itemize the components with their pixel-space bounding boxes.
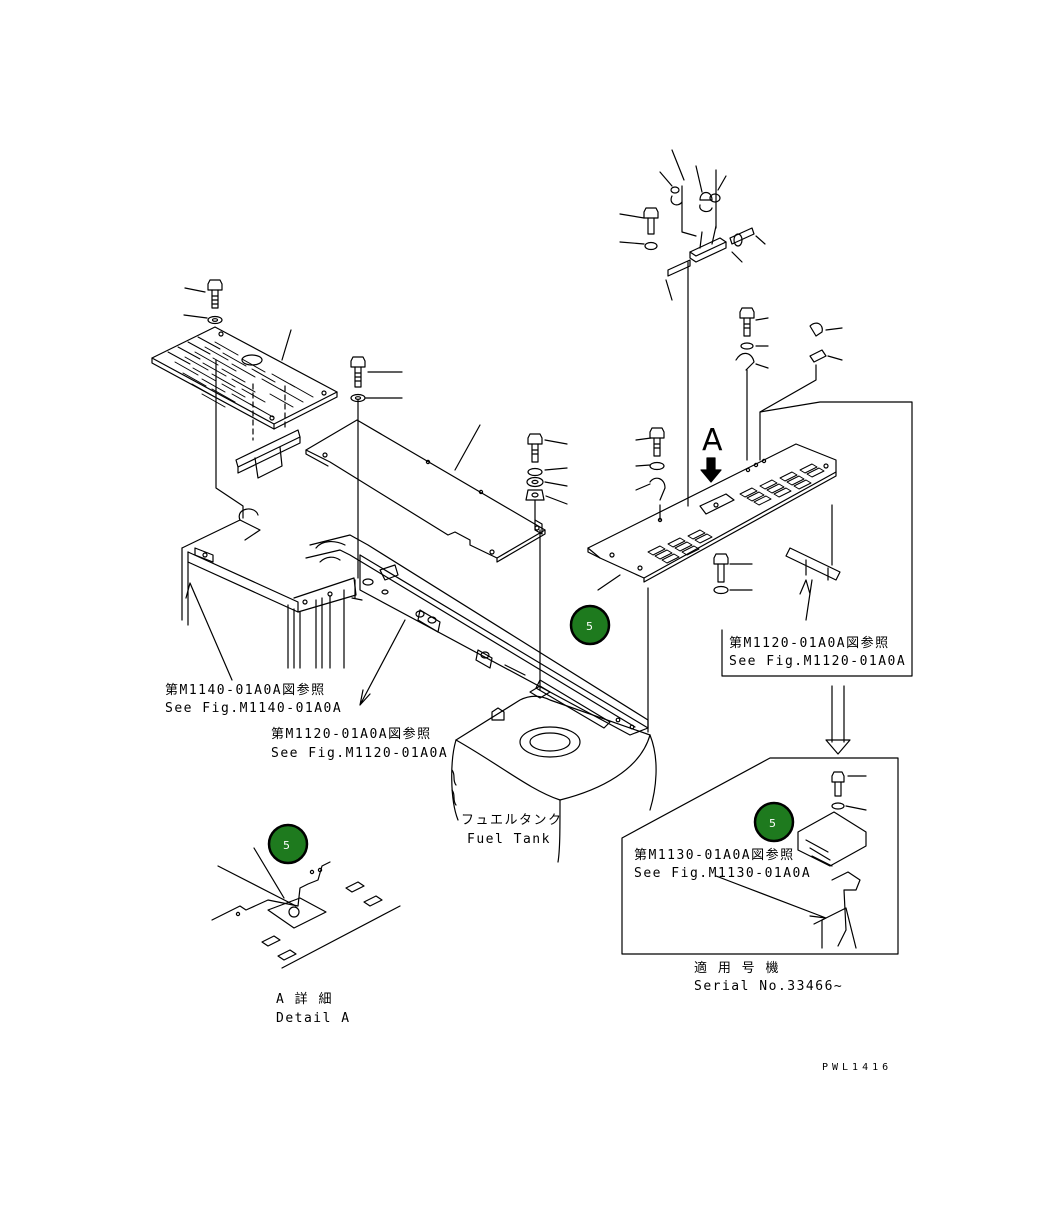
fuel-tank — [451, 685, 657, 863]
detail-a-en: Detail A — [276, 1011, 351, 1026]
serial-detail-box-top — [721, 401, 913, 677]
detail-a-view — [211, 847, 401, 969]
part-badge-serial-box[interactable]: 5 — [753, 801, 795, 843]
part-badge-detail-a[interactable]: 5 — [267, 823, 309, 865]
ref-m1130-jp: 第M1130-01A0A図参照 — [634, 847, 795, 863]
serial-jp: 適 用 号 機 — [694, 960, 780, 976]
fuel-tank-en: Fuel Tank — [467, 832, 551, 847]
drawing-code: PWL1416 — [822, 1062, 892, 1073]
svg-text:5: 5 — [586, 620, 593, 633]
center-cover-plate — [305, 356, 568, 691]
ref-m1120-left-jp: 第M1120-01A0A図参照 — [271, 726, 432, 742]
detail-a-jp: A 詳 細 — [276, 991, 333, 1007]
view-letter-a: A — [702, 423, 723, 458]
left-grating-cover — [151, 279, 338, 519]
right-cover-plate — [587, 149, 843, 733]
fuel-tank-jp: フュエルタンク — [461, 813, 563, 828]
ref-m1120-left-en: See Fig.M1120-01A0A — [271, 746, 448, 761]
down-arrow-icon — [825, 685, 851, 755]
part-badge-center[interactable]: 5 — [569, 604, 611, 646]
svg-text:5: 5 — [283, 839, 290, 852]
ref-m1120-right-jp: 第M1120-01A0A図参照 — [729, 635, 890, 651]
ref-m1140-en: See Fig.M1140-01A0A — [165, 701, 342, 716]
serial-en: Serial No.33466~ — [694, 979, 843, 994]
serial-detail-box — [621, 757, 899, 955]
ref-m1130-en: See Fig.M1130-01A0A — [634, 866, 811, 881]
ref-m1120-right-en: See Fig.M1120-01A0A — [729, 654, 906, 669]
left-frame — [181, 508, 357, 681]
ref-m1140-jp: 第M1140-01A0A図参照 — [165, 682, 326, 698]
svg-text:5: 5 — [769, 817, 776, 830]
